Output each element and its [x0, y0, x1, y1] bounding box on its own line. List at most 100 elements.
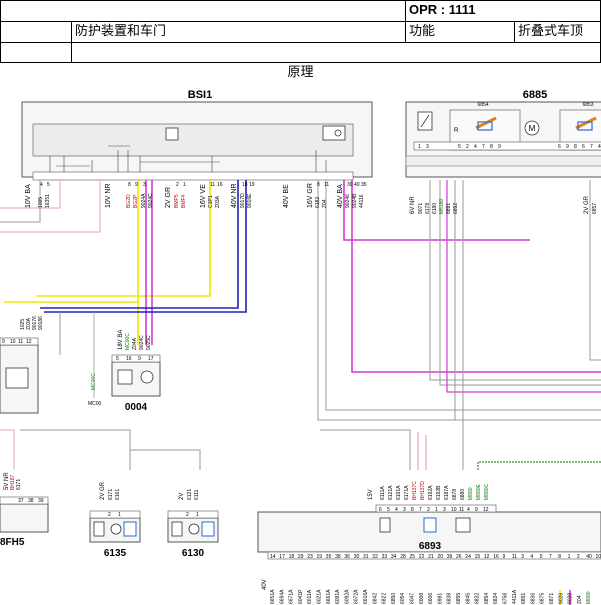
c6893-bottom-pin: 18 — [289, 554, 295, 560]
c6893-bottom-wire-label: 6651A — [270, 589, 276, 604]
svg-text:40V NR: 40V NR — [231, 183, 238, 208]
svg-text:6893: 6893 — [419, 541, 442, 552]
svg-text:1: 1 — [196, 512, 199, 518]
c6893-bottom-pin: 15 — [475, 554, 481, 560]
c6893-bottom-pin: 34 — [391, 554, 397, 560]
header-function: 折叠式车顶 — [514, 21, 601, 43]
svg-text:5: 5 — [47, 182, 50, 188]
component-6130: 6130 2V 6121 6111 2 1 — [167, 489, 219, 559]
wiring-diagram: BSI1 6885 6854 6853 — [0, 89, 601, 605]
svg-text:5V NR: 5V NR — [4, 472, 10, 490]
c6893-top-wire-label: 6111A — [380, 486, 386, 500]
bsi1-pin-numbers: 4 5 8 9 3 2 1 11 16 18 19 8 11 30 40 35 — [40, 182, 367, 188]
svg-text:M6180: M6180 — [439, 198, 445, 214]
c6893-top-wire-label: M880 — [468, 487, 474, 500]
svg-text:0004: 0004 — [125, 402, 148, 413]
c6893-bottom-pin: 1 — [568, 554, 571, 560]
relay-contact-6854 — [475, 116, 497, 130]
c6893-bottom-pin: 17 — [279, 554, 285, 560]
svg-text:9: 9 — [135, 182, 138, 188]
c6893-bottom-wire-label: 6671A — [289, 589, 295, 604]
c6893-bottom-wire-label: 6091A — [335, 589, 341, 604]
c6893-top-wire-label: 6878 — [452, 489, 458, 500]
svg-text:6121: 6121 — [187, 489, 193, 500]
svg-text:19: 19 — [249, 182, 255, 188]
svg-text:90176: 90176 — [32, 316, 38, 330]
c6893-bottom-pin: 40 — [586, 554, 592, 560]
svg-text:9: 9 — [566, 144, 569, 150]
header-section: 防护装置和车门 — [71, 21, 406, 43]
wire-gray-1 — [317, 180, 601, 421]
c6893-bottom-pin: 25 — [410, 554, 416, 560]
svg-text:5: 5 — [116, 356, 119, 362]
svg-text:7: 7 — [482, 144, 485, 150]
svg-text:4: 4 — [598, 144, 601, 150]
svg-text:40V BE: 40V BE — [283, 184, 290, 208]
wire-blue-1 — [40, 180, 239, 309]
gauge-icon — [140, 370, 154, 384]
c6893-bottom-wire-label: 6871 — [549, 593, 555, 604]
svg-text:1: 1 — [118, 512, 121, 518]
c6893-top-pin: 7 — [419, 507, 422, 513]
c6893-bottom-pin: 23 — [307, 554, 313, 560]
svg-text:M: M — [529, 124, 536, 133]
component-8fh5: 8FH5 5V NR BH187 6171 37 38 39 — [0, 472, 49, 548]
svg-text:6854: 6854 — [477, 102, 488, 108]
svg-text:10V NR: 10V NR — [105, 183, 112, 208]
c6893-top-pin: 6 — [379, 507, 382, 513]
relay-contact-6853 — [575, 116, 597, 130]
svg-text:2: 2 — [176, 182, 179, 188]
svg-text:16V GR: 16V GR — [307, 183, 314, 208]
c6893-top-pin: 1 — [435, 507, 438, 513]
c6893-bottom-wire-label: 6891 — [521, 593, 527, 604]
svg-text:6135: 6135 — [104, 548, 127, 559]
c6893-bottom-wire-label: 6021A — [317, 589, 323, 604]
svg-text:38: 38 — [28, 498, 34, 504]
c6893-top-wire-label: 6192A — [428, 485, 434, 500]
c6893-bottom-pin: 7 — [549, 554, 552, 560]
svg-text:9016E: 9016E — [247, 193, 253, 208]
svg-text:1: 1 — [183, 182, 186, 188]
svg-text:BH187: BH187 — [10, 474, 16, 490]
c6893-bottom-pin: 3 — [521, 554, 524, 560]
svg-text:2V GR: 2V GR — [165, 187, 172, 208]
svg-text:6891: 6891 — [446, 203, 452, 214]
wire-yellow-2 — [36, 180, 211, 297]
c6893-bottom-wire-label: 6606 — [428, 593, 434, 604]
chip-icon — [165, 127, 179, 141]
c6893-bottom-pin: 36 — [344, 554, 350, 560]
c6893-top-wire-label: 6171A — [404, 485, 410, 500]
svg-text:Z03A: Z03A — [215, 195, 221, 208]
svg-text:C1P1: C1P1 — [208, 195, 214, 208]
svg-text:2: 2 — [466, 144, 469, 150]
c6893-bottom-wire-label: 6836 — [530, 593, 536, 604]
svg-text:44116: 44116 — [359, 194, 365, 208]
c6893-bottom-pin: 26 — [456, 554, 462, 560]
c6893-top-pin: 11 — [459, 507, 464, 513]
svg-text:35: 35 — [361, 182, 367, 188]
svg-text:Z03A: Z03A — [26, 317, 32, 330]
svg-text:7: 7 — [590, 144, 593, 150]
c6893-bottom-pin: 21 — [428, 554, 434, 560]
c6893-bottom-pin: 14 — [270, 554, 276, 560]
c6893-top-wire-label: 6187A — [444, 485, 450, 500]
c6893-bottom-wire-label: 6838 — [447, 593, 453, 604]
svg-text:Z04A: Z04A — [132, 337, 138, 350]
c6893-bottom-wire-label: 6072A — [354, 589, 360, 604]
svg-text:6857: 6857 — [592, 203, 598, 214]
c6893-top-pin: 4 — [395, 507, 398, 513]
svg-text:6171: 6171 — [16, 479, 22, 490]
svg-text:BG2D: BG2D — [126, 194, 132, 208]
c6893-bottom-wire-label: 6845 — [465, 593, 471, 604]
svg-text:18: 18 — [242, 182, 248, 188]
svg-text:8FH5: 8FH5 — [0, 537, 25, 548]
bsi1-wire-labels: 1005 16351 BG2D BG2P 9024A 9024C BMP5 BM… — [38, 193, 365, 208]
c6893-bottom-pin: 10 — [596, 554, 601, 560]
svg-text:12: 12 — [26, 339, 32, 345]
c6893-bottom-pin: 22 — [419, 554, 425, 560]
motor-icon — [188, 523, 200, 535]
svg-text:Z04: Z04 — [322, 199, 328, 208]
c6893-bottom-wire-label: 6694A — [279, 589, 285, 604]
c6893-bottom-wire-label: 6661A — [326, 589, 332, 604]
c6893-top-wire-label: 6191A — [396, 485, 402, 500]
